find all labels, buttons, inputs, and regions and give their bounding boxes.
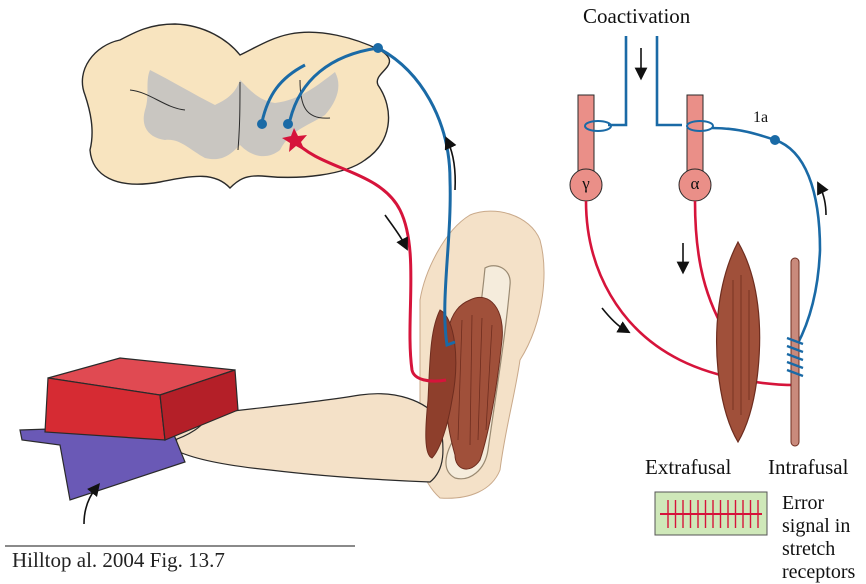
alpha-neuron-axon-hillock [687,95,703,171]
intrafusal-label: Intrafusal [768,455,848,480]
ia-arrow-up [820,187,826,215]
extrafusal-fiber [717,242,760,442]
gamma-label: γ [577,174,595,194]
coactivation-circuit [570,36,826,446]
ia-label: 1a [753,109,768,127]
pathway-arrow-down [385,215,405,245]
spinal-cord-cross-section [82,24,389,188]
error-signal-label: Error signal in stretch receptors [782,492,866,584]
alpha-label: α [686,174,704,194]
sensory-terminal-3 [283,119,293,129]
sensory-terminal-1 [373,43,383,53]
descending-input-left [608,36,626,125]
intrafusal-fiber [791,258,799,446]
sensory-terminal-2 [257,119,267,129]
gamma-neuron-axon-hillock [578,95,594,171]
gamma-efferent-fiber [586,201,795,385]
stretch-reflex-diagram [0,0,866,570]
coactivation-label: Coactivation [583,4,690,29]
error-signal-panel [655,492,767,535]
extrafusal-label: Extrafusal [645,455,731,480]
figure-caption: Hilltop al. 2004 Fig. 13.7 [12,548,225,573]
ia-terminal [770,135,780,145]
descending-input-right [657,36,682,125]
